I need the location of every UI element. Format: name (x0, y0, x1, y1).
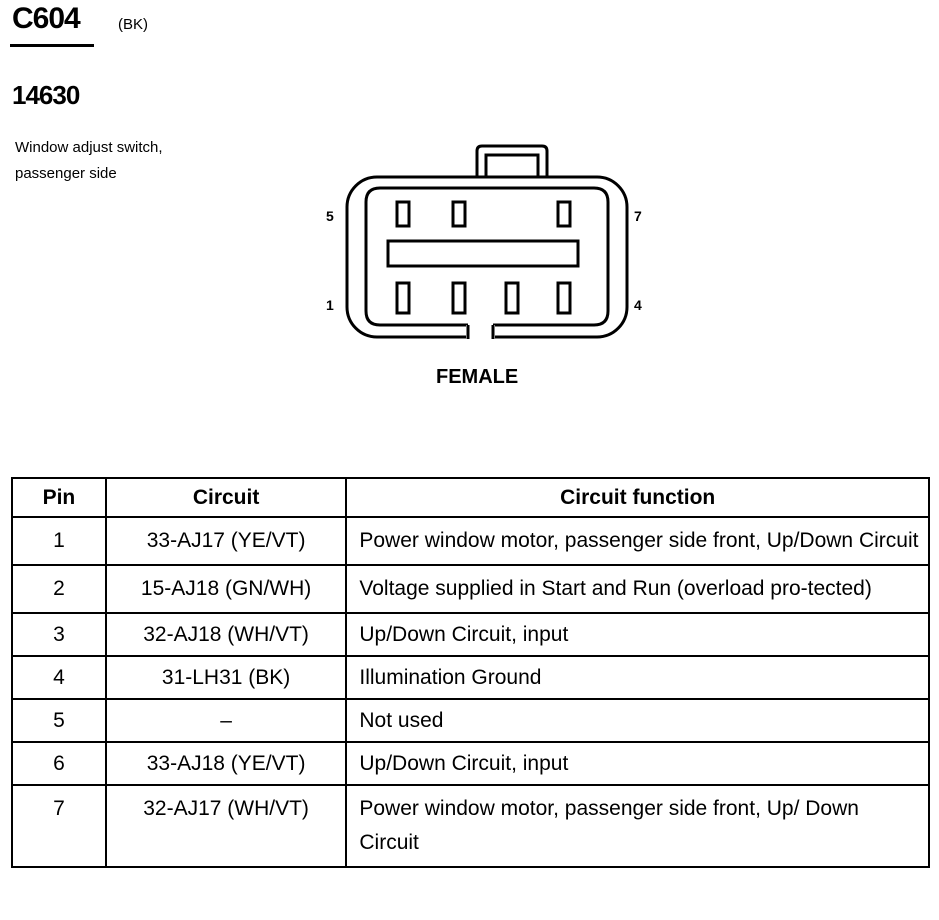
connector-description: Window adjust switch, passenger side (15, 139, 163, 182)
center-divider (386, 239, 580, 268)
table-row: 4 31-LH31 (BK) Illumination Ground (11, 655, 930, 700)
part-number: 14630 (12, 80, 80, 110)
cell-pin: 1 (11, 516, 107, 566)
cell-function: Not used (345, 698, 930, 743)
pin-label-top-right: 7 (634, 208, 642, 224)
cell-circuit: – (104, 698, 348, 743)
cavity-pin-5 (395, 200, 411, 228)
header-pin: Pin (11, 477, 107, 518)
table-row: 7 32-AJ17 (WH/VT) Power window motor, pa… (11, 784, 930, 868)
connector-diagram: 5 7 1 4 (320, 140, 660, 360)
table-row: 6 33-AJ18 (YE/VT) Up/Down Circuit, input (11, 741, 930, 786)
connector-latch (475, 144, 549, 177)
connector-id: C604 (12, 2, 81, 35)
table-row: 2 15-AJ18 (GN/WH) Voltage supplied in St… (11, 564, 930, 614)
cavity-pin-1 (395, 281, 411, 315)
connector-face-drawing: 5 7 1 4 (326, 144, 642, 339)
cavity-pin-7 (556, 200, 572, 228)
pin-label-top-left: 5 (326, 208, 334, 224)
pin-label-bottom-left: 1 (326, 297, 334, 313)
cell-circuit: 33-AJ18 (YE/VT) (104, 741, 348, 786)
cell-function: Illumination Ground (345, 655, 930, 700)
key-gap-mask (466, 325, 495, 339)
connector-id-underline (10, 44, 94, 47)
cell-circuit: 32-AJ18 (WH/VT) (104, 612, 348, 657)
cell-pin: 6 (11, 741, 107, 786)
cell-function: Voltage supplied in Start and Run (overl… (345, 564, 930, 614)
cell-circuit: 33-AJ17 (YE/VT) (104, 516, 348, 566)
cavity-pin-6 (451, 200, 467, 228)
cell-circuit: 31-LH31 (BK) (104, 655, 348, 700)
cell-function: Up/Down Circuit, input (345, 612, 930, 657)
cell-pin: 5 (11, 698, 107, 743)
table-row: 1 33-AJ17 (YE/VT) Power window motor, pa… (11, 516, 930, 566)
header-circuit: Circuit (104, 477, 348, 518)
cell-circuit: 15-AJ18 (GN/WH) (104, 564, 348, 614)
table-row: 3 32-AJ18 (WH/VT) Up/Down Circuit, input (11, 612, 930, 657)
cell-function: Up/Down Circuit, input (345, 741, 930, 786)
cell-pin: 4 (11, 655, 107, 700)
connector-color: (BK) (118, 16, 148, 33)
cavity-pin-3 (504, 281, 520, 315)
connector-gender-label: FEMALE (436, 366, 519, 388)
pinout-table: Pin Circuit Circuit function 1 33-AJ17 (… (11, 477, 930, 868)
table-header-row: Pin Circuit Circuit function (11, 477, 930, 518)
table-row: 5 – Not used (11, 698, 930, 743)
cell-pin: 7 (11, 784, 107, 868)
cell-pin: 3 (11, 612, 107, 657)
cell-pin: 2 (11, 564, 107, 614)
header-circuit-function: Circuit function (345, 477, 930, 518)
pin-label-bottom-right: 4 (634, 297, 642, 313)
cell-function: Power window motor, passenger side front… (345, 516, 930, 566)
cavity-pin-2 (451, 281, 467, 315)
connector-latch-inner (484, 153, 540, 179)
connector-housing-inner (364, 186, 610, 337)
cavity-pin-4 (556, 281, 572, 315)
cell-circuit: 32-AJ17 (WH/VT) (104, 784, 348, 868)
cell-function: Power window motor, passenger side front… (345, 784, 930, 868)
